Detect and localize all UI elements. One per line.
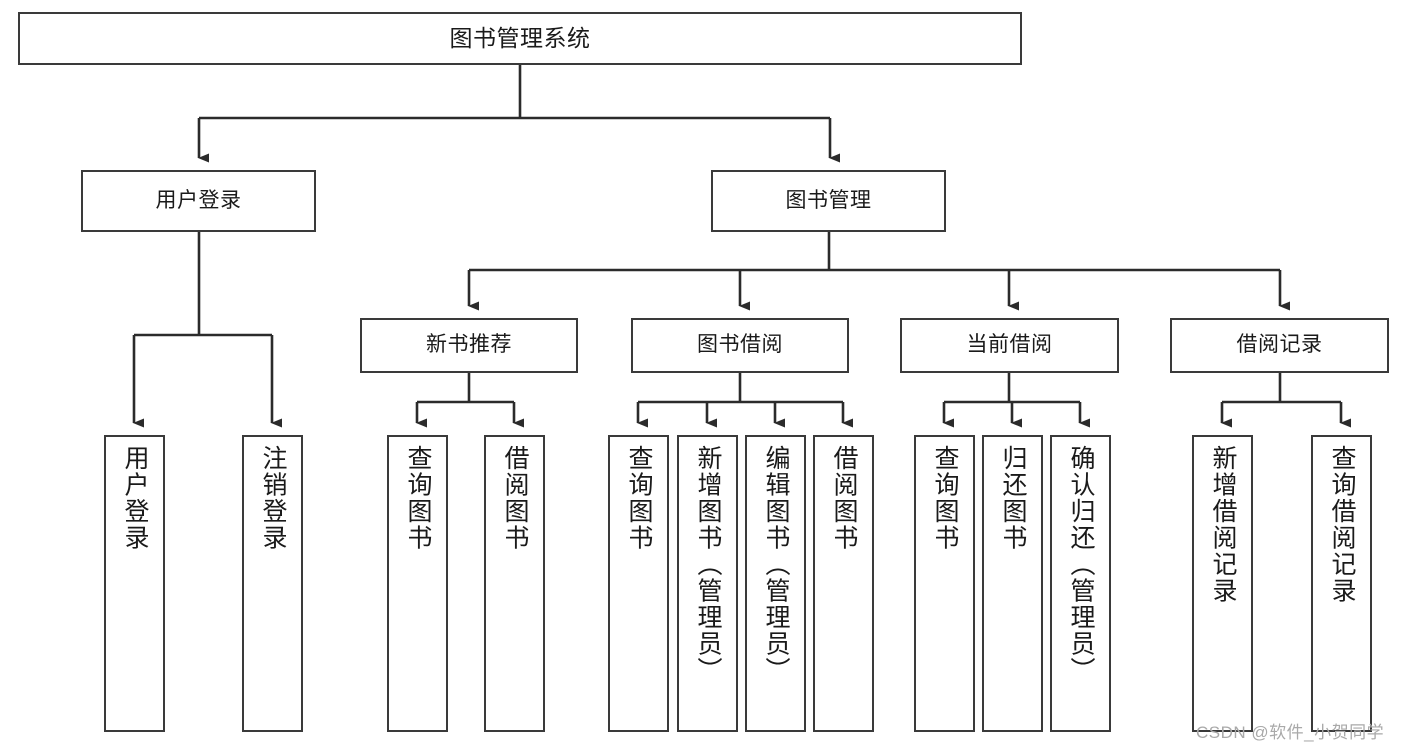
node-leaf-edit-book-label: 编辑图书（管理员） <box>762 445 790 684</box>
node-leaf-query-book-1[interactable]: 查询图书 <box>387 435 448 732</box>
node-leaf-add-record-label: 新增借阅记录 <box>1209 445 1237 604</box>
node-root-label: 图书管理系统 <box>449 25 591 52</box>
node-leaf-confirm-return-label: 确认归还（管理员） <box>1067 445 1095 684</box>
node-leaf-user-login-label: 用户登录 <box>121 445 149 551</box>
node-leaf-add-book-label: 新增图书（管理员） <box>694 445 722 684</box>
node-user-login[interactable]: 用户登录 <box>81 170 316 232</box>
node-leaf-edit-book[interactable]: 编辑图书（管理员） <box>745 435 806 732</box>
node-root[interactable]: 图书管理系统 <box>18 12 1022 65</box>
node-leaf-query-book-2-label: 查询图书 <box>625 445 653 551</box>
node-current-borrow[interactable]: 当前借阅 <box>900 318 1119 373</box>
node-book-borrow[interactable]: 图书借阅 <box>631 318 849 373</box>
node-current-borrow-label: 当前借阅 <box>966 333 1053 357</box>
node-book-borrow-label: 图书借阅 <box>697 333 783 357</box>
node-borrow-record[interactable]: 借阅记录 <box>1170 318 1389 373</box>
node-leaf-query-record[interactable]: 查询借阅记录 <box>1311 435 1372 732</box>
node-leaf-borrow-book-2-label: 借阅图书 <box>830 445 858 551</box>
node-leaf-return-book-label: 归还图书 <box>999 445 1027 551</box>
node-leaf-borrow-book-1-label: 借阅图书 <box>501 445 529 551</box>
node-leaf-query-book-2[interactable]: 查询图书 <box>608 435 669 732</box>
node-book-manage-label: 图书管理 <box>785 188 872 212</box>
node-book-manage[interactable]: 图书管理 <box>711 170 946 232</box>
node-leaf-borrow-book-1[interactable]: 借阅图书 <box>484 435 545 732</box>
node-leaf-confirm-return[interactable]: 确认归还（管理员） <box>1050 435 1111 732</box>
node-leaf-logout-login-label: 注销登录 <box>259 445 287 551</box>
node-user-login-label: 用户登录 <box>155 188 242 212</box>
watermark-text: CSDN @软件_小贺同学 <box>1196 723 1385 742</box>
node-leaf-add-record[interactable]: 新增借阅记录 <box>1192 435 1253 732</box>
node-new-book-recommend-label: 新书推荐 <box>426 333 512 357</box>
node-leaf-query-book-3-label: 查询图书 <box>931 445 959 551</box>
node-leaf-return-book[interactable]: 归还图书 <box>982 435 1043 732</box>
node-leaf-user-login[interactable]: 用户登录 <box>104 435 165 732</box>
node-leaf-borrow-book-2[interactable]: 借阅图书 <box>813 435 874 732</box>
node-borrow-record-label: 借阅记录 <box>1236 333 1323 357</box>
node-leaf-query-book-3[interactable]: 查询图书 <box>914 435 975 732</box>
node-new-book-recommend[interactable]: 新书推荐 <box>360 318 578 373</box>
node-leaf-query-record-label: 查询借阅记录 <box>1328 445 1356 604</box>
node-leaf-add-book[interactable]: 新增图书（管理员） <box>677 435 738 732</box>
node-leaf-logout-login[interactable]: 注销登录 <box>242 435 303 732</box>
node-leaf-query-book-1-label: 查询图书 <box>404 445 432 551</box>
